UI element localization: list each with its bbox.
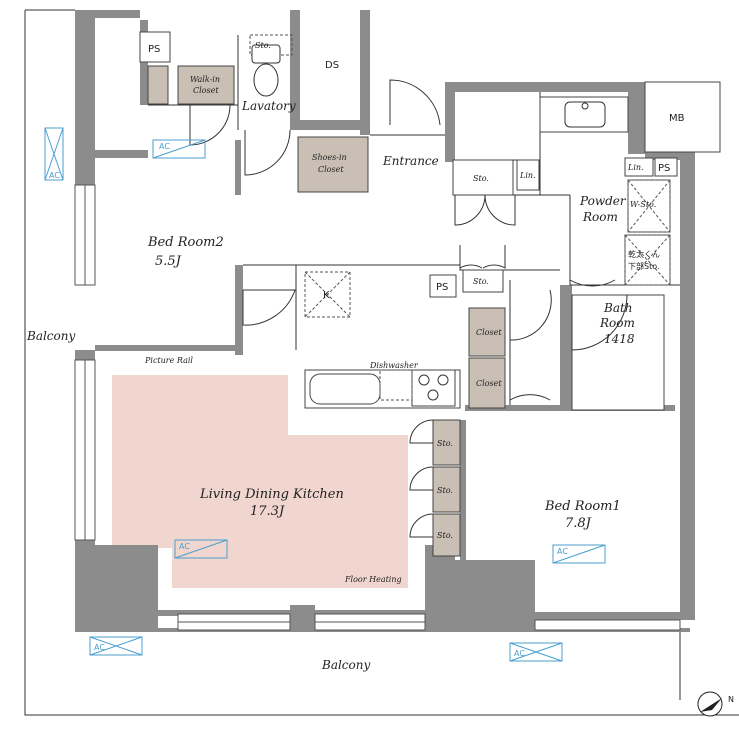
dishwasher-label: Dishwasher [369, 361, 419, 370]
dryer-label-1: 乾太くん [628, 249, 660, 259]
windows [74, 184, 681, 631]
north-compass: N [697, 691, 734, 717]
toilet [251, 44, 281, 97]
labels: Bed Room2 5.5J Living Dining Kitchen 17.… [26, 41, 685, 672]
w-sto-label: W-Sto. [630, 200, 656, 209]
powder-name: Powder [579, 194, 627, 208]
ac-label-bed2: AC [159, 142, 170, 151]
walkin-label-1: Walk-in [190, 75, 220, 84]
bath-name2: Room [599, 316, 635, 330]
bed2-name: Bed Room2 [147, 235, 224, 250]
walkin-label-2: Closet [193, 86, 219, 95]
living-size: 17.3J [250, 504, 285, 519]
ac-label-side: AC [49, 171, 60, 180]
hall-sto-label: Sto. [473, 277, 489, 286]
ac-label-balcony-2: AC [514, 649, 525, 658]
living-name: Living Dining Kitchen [199, 487, 344, 502]
storage-units [147, 65, 506, 557]
lin-label-2: Lin. [627, 163, 644, 172]
ds-label: DS [325, 60, 339, 71]
lavatory-sto-label: Sto. [255, 41, 271, 50]
bed1-name: Bed Room1 [544, 499, 621, 514]
floor-heating-label: Floor Heating [344, 575, 402, 584]
powder-name2: Room [582, 210, 618, 224]
shoes-label-1: Shoes-in [312, 153, 347, 162]
stove-burners [418, 374, 449, 401]
door-swings [189, 79, 628, 538]
bed2-size: 5.5J [155, 254, 182, 269]
floor-heating-zone [112, 375, 408, 588]
lavatory-label: Lavatory [241, 99, 296, 113]
balcony-label-bottom: Balcony [321, 658, 370, 672]
lin-label-1: Lin. [519, 171, 536, 180]
ps-label-3: PS [658, 163, 670, 174]
entrance-label: Entrance [382, 154, 439, 168]
ac-label-living: AC [179, 542, 190, 551]
ac-label-bed1: AC [557, 547, 568, 556]
ldk-sto-label-2: Sto. [437, 486, 453, 495]
ldk-sto-label-3: Sto. [437, 531, 453, 540]
dryer-label-2: 下部Sto. [628, 261, 660, 271]
bath-name: Bath [603, 301, 633, 315]
closet-label-2: Closet [476, 379, 502, 388]
ps-label-2: PS [436, 282, 448, 293]
ldk-sto-label-1: Sto. [437, 439, 453, 448]
ps-label-1: PS [148, 44, 160, 55]
ac-units [44, 127, 606, 662]
sink [564, 101, 606, 128]
picture-rail-label: Picture Rail [144, 356, 193, 365]
bath-size: 1418 [604, 332, 635, 346]
north-label: N [728, 695, 734, 704]
closet-label-1: Closet [476, 328, 502, 337]
refrigerator-space [249, 34, 671, 401]
ac-label-balcony-1: AC [94, 643, 105, 652]
shoes-label-2: Closet [318, 165, 344, 174]
entrance-sto-label: Sto. [473, 174, 489, 183]
k-label: K [323, 290, 330, 301]
balcony-outline [24, 9, 739, 716]
bed1-size: 7.8J [565, 516, 592, 531]
balcony-label-left: Balcony [26, 329, 75, 343]
mb-label: MB [669, 113, 685, 124]
